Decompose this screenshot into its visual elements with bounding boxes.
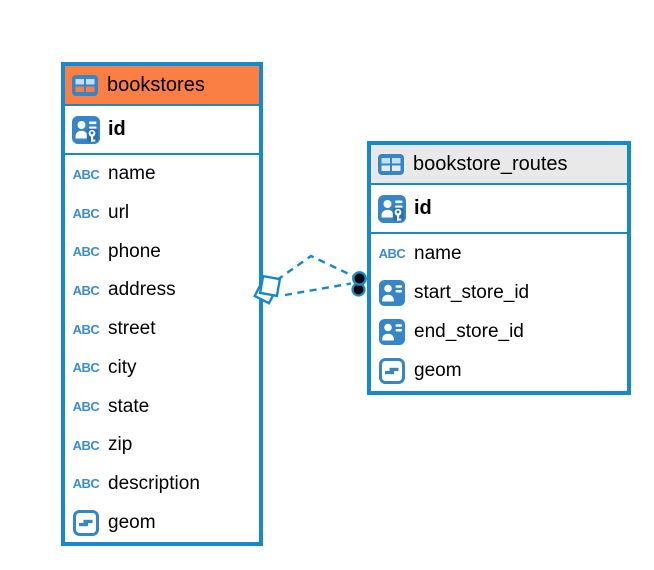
column-name: geom xyxy=(414,360,462,382)
primary-key-name: id xyxy=(108,118,126,140)
primary-key-icon xyxy=(72,115,100,144)
column-name: start_store_id xyxy=(414,281,530,303)
column-name: description xyxy=(108,472,200,494)
table-header-bookstores[interactable]: bookstores xyxy=(65,66,259,106)
column-row-name[interactable]: ABC name xyxy=(371,234,627,273)
varchar-icon: ABC xyxy=(72,282,100,298)
column-name: name xyxy=(414,242,462,264)
column-row-end-store-id[interactable]: end_store_id xyxy=(371,313,627,352)
primary-key-icon xyxy=(378,194,406,223)
column-name: geom xyxy=(108,511,156,533)
column-name: phone xyxy=(108,240,161,262)
column-name: zip xyxy=(108,434,133,456)
column-row-street[interactable]: ABC street xyxy=(65,310,259,349)
primary-key-row[interactable]: id xyxy=(65,106,259,155)
table-header-bookstore-routes[interactable]: bookstore_routes xyxy=(371,145,627,185)
column-row-zip[interactable]: ABC zip xyxy=(65,426,259,465)
column-name: address xyxy=(108,279,176,301)
varchar-icon: ABC xyxy=(72,360,100,376)
fk-link-lower[interactable] xyxy=(284,282,352,297)
geometry-icon xyxy=(72,509,100,536)
column-row-address[interactable]: ABC address xyxy=(65,271,259,310)
column-row-url[interactable]: ABC url xyxy=(65,194,259,233)
column-name: street xyxy=(108,318,156,340)
varchar-icon: ABC xyxy=(378,246,406,262)
column-name: url xyxy=(108,202,130,224)
column-row-city[interactable]: ABC city xyxy=(65,349,259,388)
column-row-geom[interactable]: geom xyxy=(371,352,627,391)
foreign-key-user-icon xyxy=(378,319,406,346)
varchar-icon: ABC xyxy=(72,476,100,492)
entity-table-bookstores[interactable]: bookstores id A xyxy=(61,62,263,546)
column-row-phone[interactable]: ABC phone xyxy=(65,232,259,271)
table-title: bookstore_routes xyxy=(413,152,568,175)
varchar-icon: ABC xyxy=(72,205,100,221)
varchar-icon: ABC xyxy=(72,399,100,415)
column-row-description[interactable]: ABC description xyxy=(65,465,259,504)
column-name: city xyxy=(108,356,137,378)
column-row-geom[interactable]: geom xyxy=(65,503,259,542)
column-list: ABC name ABC url ABC phone ABC address A… xyxy=(65,155,259,542)
column-name: end_store_id xyxy=(414,321,524,343)
table-title: bookstores xyxy=(107,73,205,96)
geometry-icon xyxy=(378,358,406,385)
varchar-icon: ABC xyxy=(72,437,100,453)
column-list: ABC name start_store_id xyxy=(371,234,627,391)
column-row-start-store-id[interactable]: start_store_id xyxy=(371,273,627,312)
primary-key-row[interactable]: id xyxy=(371,185,627,234)
fk-link-upper[interactable] xyxy=(276,254,354,281)
column-name: state xyxy=(108,395,150,417)
table-icon xyxy=(72,74,98,96)
primary-key-name: id xyxy=(414,197,432,219)
column-name: name xyxy=(108,163,156,185)
varchar-icon: ABC xyxy=(72,321,100,337)
varchar-icon: ABC xyxy=(72,244,100,260)
table-icon xyxy=(378,153,404,175)
column-row-state[interactable]: ABC state xyxy=(65,387,259,426)
varchar-icon: ABC xyxy=(72,166,100,182)
entity-table-bookstore-routes[interactable]: bookstore_routes id xyxy=(367,141,631,395)
column-row-name[interactable]: ABC name xyxy=(65,155,259,194)
foreign-key-user-icon xyxy=(378,279,406,306)
connector-endpoint-dots[interactable] xyxy=(351,271,367,297)
